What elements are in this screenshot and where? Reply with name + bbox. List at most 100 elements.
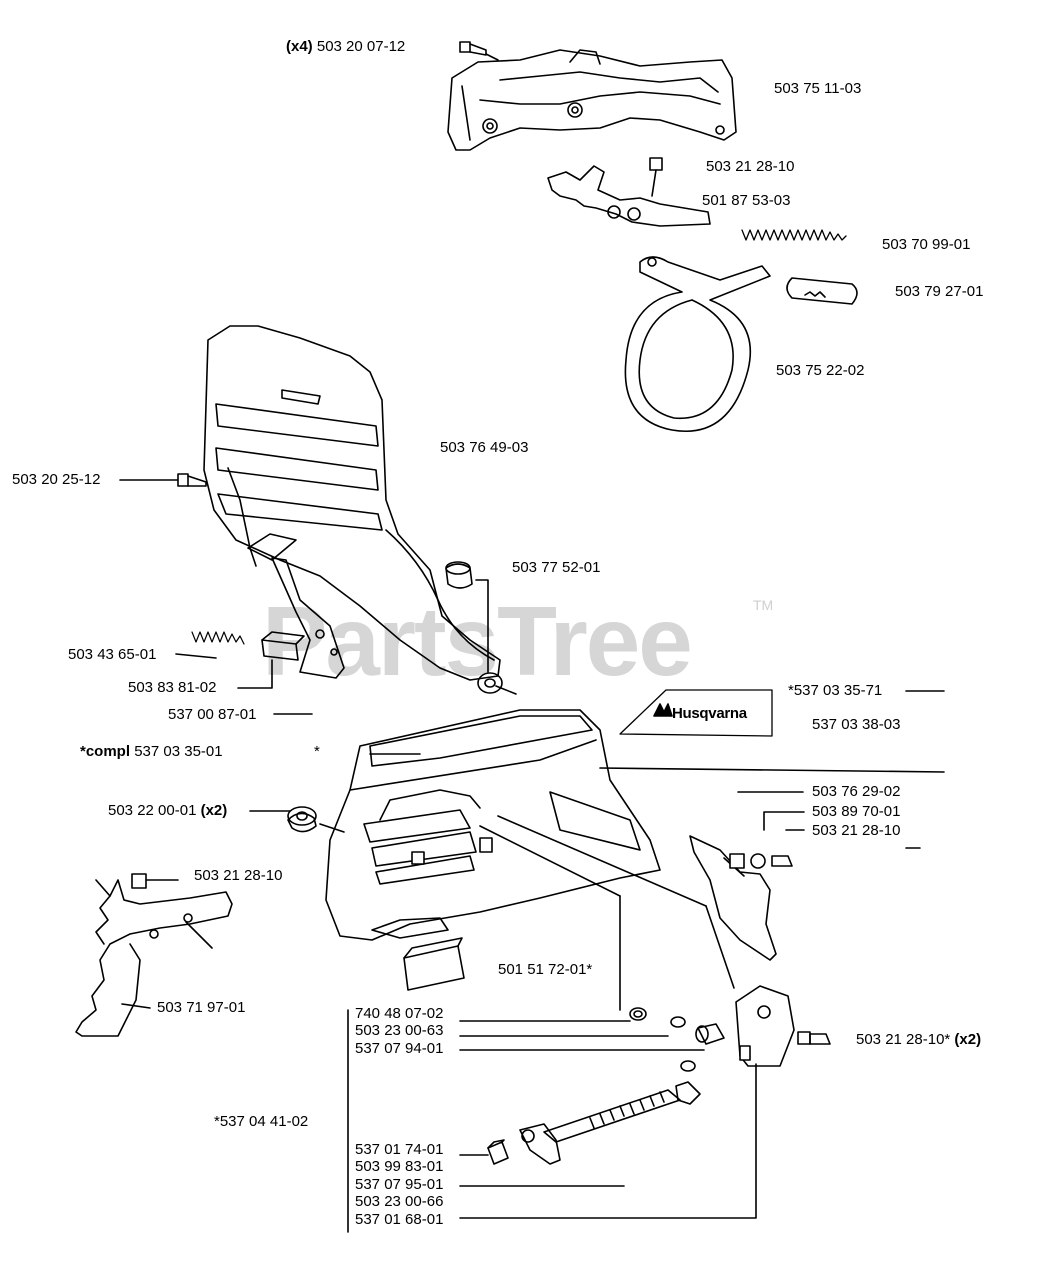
part-label: 503 77 52-01: [512, 559, 600, 577]
part-number: 501 87 53-03: [702, 192, 791, 209]
part-label: 503 89 70-01: [812, 803, 900, 821]
part-label: 503 43 65-01: [68, 646, 156, 664]
washer-part: [287, 806, 317, 833]
block-part: [403, 945, 465, 991]
part-number: 537 01 74-01: [355, 1141, 444, 1158]
part-label: *: [314, 743, 320, 761]
part-number: 537 03 38-03: [812, 716, 901, 733]
part-number: 537 01 68-01: [355, 1211, 444, 1228]
oring-part: [629, 1007, 696, 1072]
part-label: (x4) 503 20 07-12: [286, 38, 405, 56]
part-number: 503 22 00-01: [108, 802, 197, 819]
part-label: *537 03 35-71: [788, 682, 882, 700]
husqvarna-logo-text: Husqvarna: [672, 705, 747, 722]
part-label: 503 21 28-10* (x2): [856, 1031, 981, 1049]
part-number: 503 75 22-02: [776, 362, 865, 379]
part-label: 503 23 00-66: [355, 1193, 443, 1211]
part-label: 503 23 00-63: [355, 1022, 443, 1040]
part-label: 740 48 07-02: [355, 1005, 443, 1023]
part-label: 537 01 68-01: [355, 1211, 443, 1229]
part-label: 503 75 11-03: [774, 80, 861, 98]
part-number: *537 03 35-71: [788, 682, 883, 699]
part-label: 537 07 95-01: [355, 1176, 443, 1194]
coil-spring-part: [741, 229, 847, 241]
part-label: 503 75 22-02: [776, 362, 864, 380]
block-part: [261, 631, 305, 661]
part-number: 503 75 11-03: [774, 80, 862, 97]
watermark-trademark: TM: [753, 597, 774, 613]
part-label: 503 20 25-12: [12, 471, 100, 489]
part-number: 537 07 94-01: [355, 1040, 444, 1057]
part-number: 503 23 00-66: [355, 1193, 444, 1210]
valve-part: [519, 1123, 561, 1165]
part-number: 503 43 65-01: [68, 646, 157, 663]
part-label: 503 83 81-02: [128, 679, 216, 697]
part-number: 503 21 28-10: [706, 158, 795, 175]
bushing-part: [445, 561, 503, 694]
part-label: 501 87 53-03: [702, 192, 790, 210]
small-spring-part: [191, 631, 245, 645]
cap-part: [487, 1139, 509, 1165]
part-number: 503 20 07-12: [316, 38, 406, 55]
part-number: 503 77 52-01: [512, 559, 601, 576]
part-label: 503 79 27-01: [895, 283, 983, 301]
part-label: 537 03 38-03: [812, 716, 900, 734]
part-qty: (x2): [954, 1031, 982, 1048]
part-label: 537 01 74-01: [355, 1141, 443, 1159]
clutch-cover-main: [325, 709, 661, 941]
part-label: 503 21 28-10: [194, 867, 282, 885]
part-number: 503 20 25-12: [12, 471, 101, 488]
part-number: 503 99 83-01: [355, 1158, 444, 1175]
part-number: *: [314, 743, 320, 760]
husqvarna-decal: [619, 689, 773, 737]
rear-handle-part: [75, 873, 233, 1037]
nozzle-part: [695, 1023, 725, 1045]
part-qty: (x2): [200, 802, 228, 819]
sleeve-part: [786, 277, 858, 305]
bolt-part: [797, 1031, 831, 1045]
part-label: 503 76 49-03: [440, 439, 528, 457]
part-number: 503 79 27-01: [895, 283, 984, 300]
screw-part: [459, 41, 487, 56]
brake-band-part: [624, 256, 771, 432]
part-number: 503 76 49-03: [440, 439, 529, 456]
part-qty: *compl: [80, 743, 131, 760]
screw-part: [177, 473, 207, 487]
part-label: 537 00 87-01: [168, 706, 256, 724]
part-number: 537 03 35-01: [134, 743, 223, 760]
part-number: 501 51 72-01*: [498, 961, 593, 978]
part-number: 740 48 07-02: [355, 1005, 444, 1022]
bolt-part: [729, 853, 793, 869]
part-number: 503 21 28-10*: [856, 1031, 951, 1048]
part-label: 503 22 00-01 (x2): [108, 802, 227, 820]
part-label: *537 04 41-02: [214, 1113, 308, 1131]
part-number: 537 00 87-01: [168, 706, 257, 723]
part-number: 503 23 00-63: [355, 1022, 444, 1039]
part-number: 503 71 97-01: [157, 999, 246, 1016]
part-qty: (x4): [286, 38, 313, 55]
brake-lever-part: [271, 557, 345, 679]
part-number: 503 21 28-10: [812, 822, 901, 839]
husqvarna-logo: Husqvarna: [672, 705, 747, 722]
part-number: 503 89 70-01: [812, 803, 901, 820]
pump-housing-part: [735, 985, 795, 1067]
part-label: *compl 537 03 35-01: [80, 743, 223, 761]
part-number: 537 07 95-01: [355, 1176, 444, 1193]
brake-lever-bracket: [547, 157, 711, 227]
part-label: 503 71 97-01: [157, 999, 245, 1017]
part-label: 503 76 29-02: [812, 783, 900, 801]
part-number: *537 04 41-02: [214, 1113, 309, 1130]
part-label: 503 70 99-01: [882, 236, 970, 254]
pump-shaft-part: [543, 1081, 701, 1143]
part-number: 503 83 81-02: [128, 679, 217, 696]
part-number: 503 21 28-10: [194, 867, 283, 884]
front-handguard: [203, 325, 501, 681]
part-label: 501 51 72-01*: [498, 961, 592, 979]
clutch-cover-upper: [447, 49, 737, 151]
part-label: 503 21 28-10: [706, 158, 794, 176]
part-number: 503 70 99-01: [882, 236, 971, 253]
part-label: 503 21 28-10: [812, 822, 900, 840]
part-number: 503 76 29-02: [812, 783, 901, 800]
